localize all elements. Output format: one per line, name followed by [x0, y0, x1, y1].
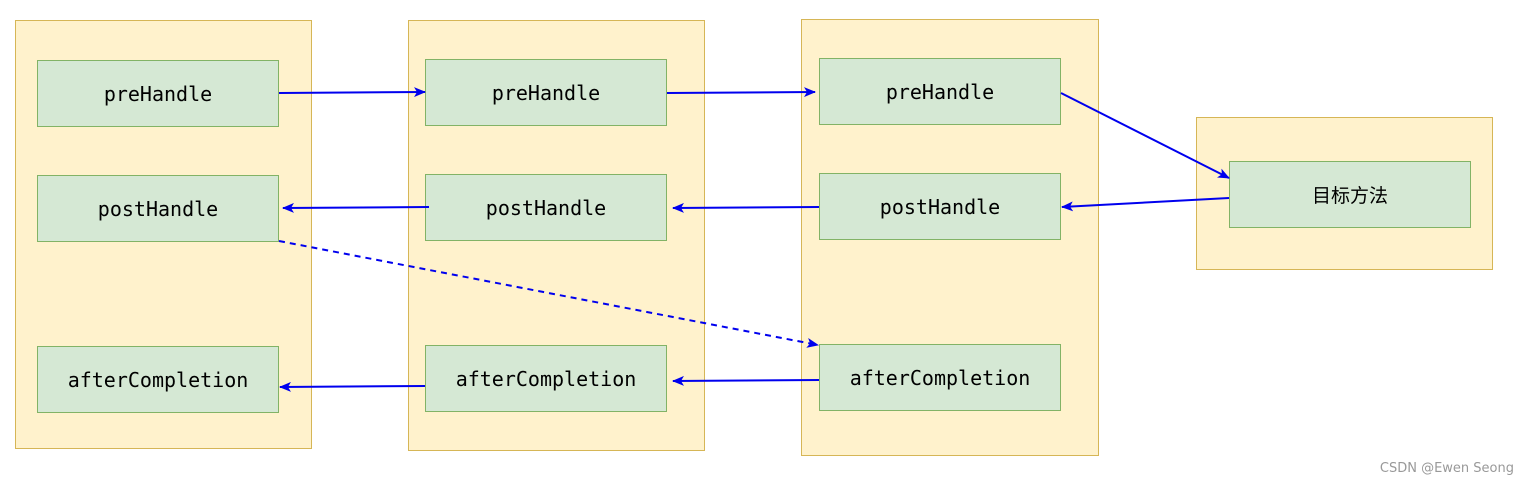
posthandle-box-3: postHandle — [819, 173, 1061, 240]
aftercompletion-box-2: afterCompletion — [425, 345, 667, 412]
aftercompletion-label-1: afterCompletion — [67, 367, 249, 392]
posthandle-label-1: postHandle — [97, 196, 219, 221]
posthandle-box-1: postHandle — [37, 175, 279, 242]
posthandle-box-2: postHandle — [425, 174, 667, 241]
prehandle-label-2: preHandle — [491, 80, 601, 105]
prehandle-box-1: preHandle — [37, 60, 279, 127]
posthandle-label-2: postHandle — [485, 195, 607, 220]
target-method-label: 目标方法 — [1311, 185, 1388, 207]
watermark: CSDN @Ewen Seong — [1379, 461, 1514, 476]
aftercompletion-box-1: afterCompletion — [37, 346, 279, 413]
posthandle-label-3: postHandle — [879, 194, 1001, 219]
prehandle-box-3: preHandle — [819, 58, 1061, 125]
target-method-box: 目标方法 — [1229, 161, 1471, 228]
prehandle-label-1: preHandle — [103, 81, 213, 106]
aftercompletion-label-3: afterCompletion — [849, 365, 1031, 390]
prehandle-label-3: preHandle — [885, 79, 995, 104]
aftercompletion-label-2: afterCompletion — [455, 366, 637, 391]
aftercompletion-box-3: afterCompletion — [819, 344, 1061, 411]
prehandle-box-2: preHandle — [425, 59, 667, 126]
